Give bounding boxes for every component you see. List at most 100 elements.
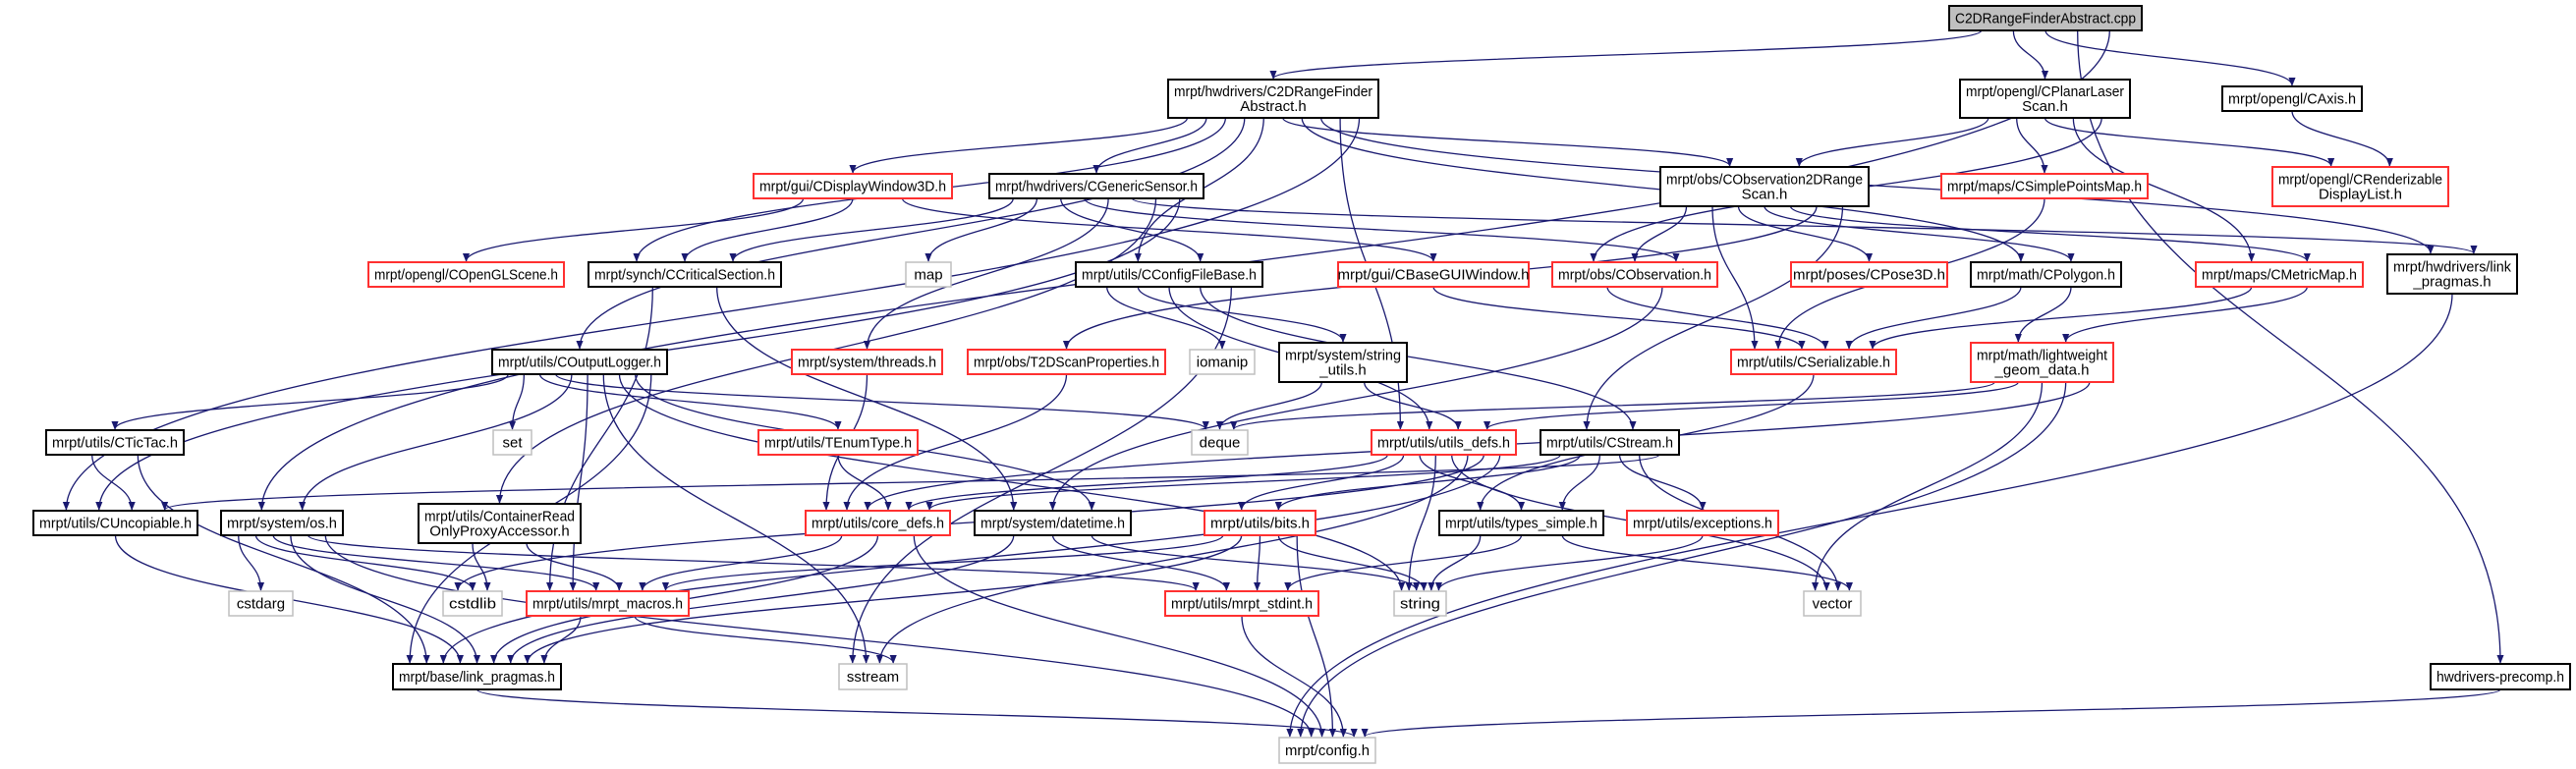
node-label: Scan.h	[1742, 187, 1788, 203]
node-typessimple[interactable]: mrpt/utils/types_simple.h	[1438, 510, 1604, 536]
edge-utilsdefs-to-coredefs	[905, 454, 1388, 511]
node-map[interactable]: map	[905, 261, 952, 288]
node-label: mrpt/utils/mrpt_macros.h	[532, 596, 683, 613]
node-lightgeom[interactable]: mrpt/math/lightweight_geom_data.h	[1970, 342, 2114, 383]
node-datetime[interactable]: mrpt/system/datetime.h	[974, 510, 1132, 536]
node-vector[interactable]: vector	[1803, 590, 1862, 617]
node-polygon[interactable]: mrpt/math/CPolygon.h	[1970, 261, 2122, 288]
node-deque[interactable]: deque	[1191, 429, 1249, 456]
node-box	[588, 261, 782, 288]
node-c2d[interactable]: mrpt/hwdrivers/C2DRangeFinderAbstract.h	[1167, 79, 1379, 119]
node-linkpragmas[interactable]: mrpt/base/link_pragmas.h	[392, 663, 562, 690]
node-box	[526, 590, 690, 617]
node-hwprecomp[interactable]: hwdrivers-precomp.h	[2430, 663, 2571, 690]
node-label: mrpt/system/os.h	[227, 516, 337, 532]
edge-obs2d-to-pose3d	[1737, 205, 1874, 262]
edge-exceptions-to-string	[1434, 534, 1704, 591]
edge-os-to-cstdarg	[238, 534, 265, 591]
node-label: _geom_data.h	[1994, 362, 2090, 379]
node-box	[753, 173, 953, 199]
edge-c2d-to-logger	[576, 117, 1246, 350]
node-label: Scan.h	[2022, 98, 2068, 115]
node-box	[1337, 261, 1530, 288]
node-glscene[interactable]: mrpt/opengl/COpenGLScene.h	[367, 261, 565, 288]
node-cpp[interactable]: C2DRangeFinderAbstract.cpp	[1948, 5, 2143, 31]
node-box	[1730, 349, 1897, 375]
node-pose3d[interactable]: mrpt/poses/CPose3D.h	[1790, 261, 1948, 288]
node-cstream[interactable]: mrpt/utils/CStream.h	[1540, 429, 1680, 456]
node-box	[988, 173, 1204, 199]
node-label: mrpt/opengl/COpenGLScene.h	[374, 267, 558, 284]
node-iomanip[interactable]: iomanip	[1189, 349, 1256, 375]
edge-cpp-to-planar	[2012, 29, 2049, 80]
node-strutils[interactable]: mrpt/system/string_utils.h	[1278, 342, 1408, 383]
node-label: deque	[1200, 435, 1241, 452]
edge-utilsdefs-to-sstream	[875, 454, 1469, 664]
edges-layer	[62, 29, 2504, 738]
node-sstream[interactable]: sstream	[838, 663, 908, 690]
node-set[interactable]: set	[492, 429, 532, 456]
node-utilsdefs[interactable]: mrpt/utils/utils_defs.h	[1371, 429, 1517, 456]
node-exceptions[interactable]: mrpt/utils/exceptions.h	[1626, 510, 1779, 536]
node-label: _utils.h	[1318, 362, 1367, 379]
nodes-layer: C2DRangeFinderAbstract.cpp mrpt/hwdrivers…	[32, 5, 2571, 764]
node-critsec[interactable]: mrpt/synch/CCriticalSection.h	[588, 261, 782, 288]
node-tenum[interactable]: mrpt/utils/TEnumType.h	[757, 429, 919, 456]
node-logger[interactable]: mrpt/utils/COutputLogger.h	[491, 349, 668, 375]
edge-datetime-to-stdint	[1051, 534, 1230, 591]
edge-caxis-to-renderdl	[2291, 110, 2393, 167]
edge-generic-to-critsec	[729, 197, 1014, 262]
node-os[interactable]: mrpt/system/os.h	[220, 510, 344, 536]
node-cserial[interactable]: mrpt/utils/CSerializable.h	[1730, 349, 1897, 375]
node-bits[interactable]: mrpt/utils/bits.h	[1204, 510, 1316, 536]
node-simplepts[interactable]: mrpt/maps/CSimplePointsMap.h	[1940, 173, 2149, 199]
node-box	[838, 663, 908, 690]
edge-t2dscan-to-coredefs	[843, 373, 1068, 511]
node-label: mrpt/system/datetime.h	[980, 516, 1125, 532]
edge-c2d-to-generic	[1092, 117, 1207, 174]
node-label: mrpt/obs/CObservation2DRange	[1666, 172, 1863, 189]
node-caxis[interactable]: mrpt/opengl/CAxis.h	[2221, 85, 2363, 112]
edge-cstream-to-bits	[1274, 454, 1581, 511]
edge-utilsdefs-to-cstdlib	[454, 454, 1484, 591]
node-cconfig[interactable]: mrpt/utils/CConfigFileBase.h	[1075, 261, 1263, 288]
node-uncopiable[interactable]: mrpt/utils/CUncopiable.h	[32, 510, 198, 536]
node-coredefs[interactable]: mrpt/utils/core_defs.h	[805, 510, 951, 536]
node-label: mrpt/utils/core_defs.h	[812, 516, 944, 532]
node-hwlink[interactable]: mrpt/hwdrivers/link_pragmas.h	[2386, 253, 2518, 295]
edge-os-to-cstdlib	[254, 534, 476, 591]
edge-cobs-to-cserial	[1606, 286, 1829, 350]
node-macros[interactable]: mrpt/utils/mrpt_macros.h	[526, 590, 690, 617]
node-stdint[interactable]: mrpt/utils/mrpt_stdint.h	[1164, 590, 1319, 617]
node-cstdarg[interactable]: cstdarg	[228, 590, 294, 617]
edge-logger-to-set	[508, 373, 526, 430]
edge-strutils-to-deque	[1215, 381, 1322, 430]
edge-cstream-to-uncopiable	[161, 454, 1660, 511]
node-cbasegui[interactable]: mrpt/gui/CBaseGUIWindow.h	[1337, 261, 1530, 288]
edge-disp3d-to-critsec	[681, 197, 854, 262]
node-box	[418, 503, 582, 544]
node-metricmap[interactable]: mrpt/maps/CMetricMap.h	[2195, 261, 2364, 288]
node-tictac[interactable]: mrpt/utils/CTicTac.h	[45, 429, 185, 456]
node-label: sstream	[847, 669, 899, 686]
node-container[interactable]: mrpt/utils/ContainerReadOnlyProxyAccesso…	[418, 503, 582, 544]
edge-container-to-cstdlib	[472, 542, 491, 591]
node-cobs[interactable]: mrpt/obs/CObservation.h	[1551, 261, 1718, 288]
node-t2dscan[interactable]: mrpt/obs/T2DScanProperties.h	[967, 349, 1166, 375]
edge-linkpragmas-to-config	[476, 688, 1358, 738]
edge-metricmap-to-cserial	[1869, 286, 2253, 350]
node-label: mrpt/utils/CConfigFileBase.h	[1082, 267, 1257, 284]
edge-planar-to-renderdl	[2044, 117, 2335, 167]
node-generic[interactable]: mrpt/hwdrivers/CGenericSensor.h	[988, 173, 1204, 199]
node-config[interactable]: mrpt/config.h	[1278, 737, 1376, 764]
node-cstdlib[interactable]: cstdlib	[442, 590, 503, 617]
node-string[interactable]: string	[1393, 590, 1447, 617]
node-disp3d[interactable]: mrpt/gui/CDisplayWindow3D.h	[753, 173, 953, 199]
edge-logger-to-deque	[555, 373, 1209, 430]
node-box	[974, 510, 1132, 536]
node-threads[interactable]: mrpt/system/threads.h	[791, 349, 943, 375]
node-box	[1790, 261, 1948, 288]
